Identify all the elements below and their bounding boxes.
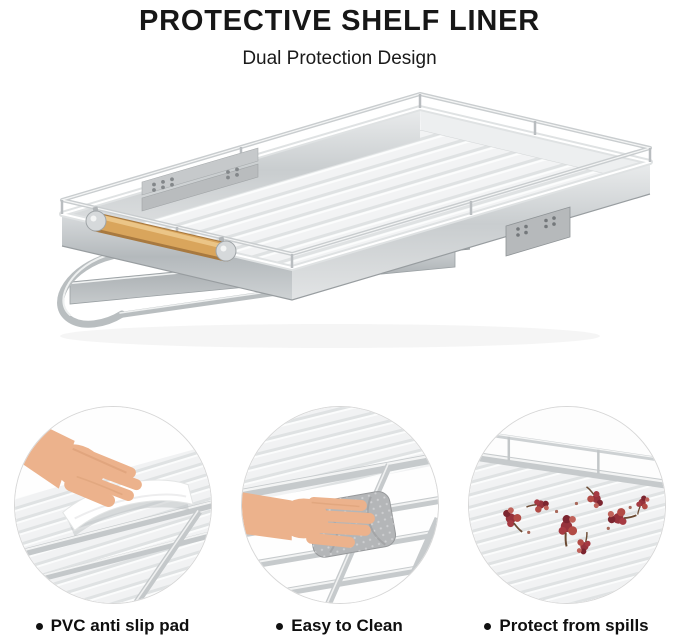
basket-rails <box>468 429 665 489</box>
rear-bracket-plates <box>141 147 259 212</box>
crumbs <box>526 501 632 534</box>
feature-label: Protect from spills <box>499 616 649 635</box>
feature-caption: PVC anti slip pad <box>35 616 190 636</box>
hand-icon <box>241 492 375 548</box>
feature-photo-spills <box>467 406 666 604</box>
feature-photo-anti-slip <box>13 406 212 604</box>
feature-caption: Easy to Clean <box>276 616 403 636</box>
feature-photo-clean <box>240 406 439 604</box>
feature-label: PVC anti slip pad <box>50 616 190 635</box>
bullet-icon <box>276 622 284 630</box>
page-title: PROTECTIVE SHELF LINER <box>138 5 541 37</box>
feature-easy-to-clean: Easy to Clean <box>240 406 439 636</box>
front-slide-plate <box>505 206 571 257</box>
product-illustration <box>57 92 653 348</box>
bullet-icon <box>35 622 43 630</box>
feature-label: Easy to Clean <box>291 616 403 635</box>
page-subtitle: Dual Protection Design <box>242 48 437 69</box>
wood-handle <box>85 206 237 262</box>
rack-frame-bar <box>241 452 438 499</box>
dried-petals <box>497 486 652 557</box>
product-image <box>0 86 679 366</box>
hand-peeling-liner-photo <box>14 407 211 603</box>
hand-wiping-cloth-photo <box>241 407 438 603</box>
ground-shadow <box>60 324 600 348</box>
feature-protect-from-spills: Protect from spills <box>467 406 666 636</box>
bullet-icon <box>484 622 492 630</box>
petals-on-liner-photo <box>468 407 665 603</box>
header: PROTECTIVE SHELF LINER Dual Protection D… <box>0 0 679 70</box>
feature-caption: Protect from spills <box>484 616 649 636</box>
feature-list: PVC anti slip pad <box>0 406 679 636</box>
feature-pvc-anti-slip-pad: PVC anti slip pad <box>13 406 212 636</box>
